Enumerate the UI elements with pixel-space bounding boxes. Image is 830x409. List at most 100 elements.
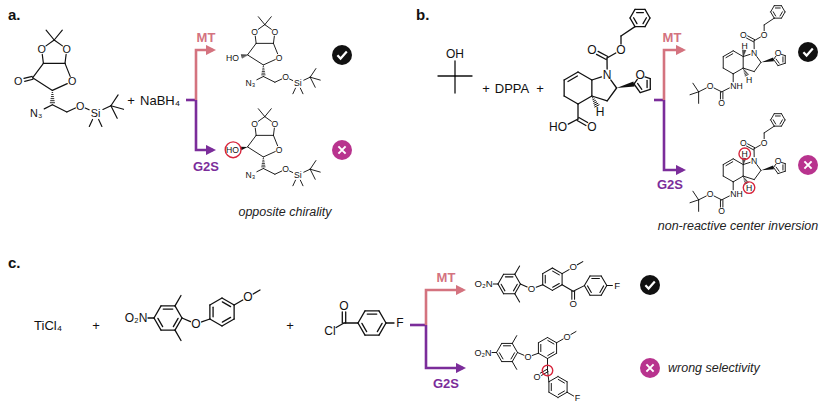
bond-line — [743, 68, 754, 72]
reaction-arrows — [186, 50, 683, 368]
arrow-stem — [410, 324, 426, 327]
bond-line — [265, 117, 272, 122]
atom-label: O — [272, 28, 279, 37]
bond-line — [549, 392, 558, 397]
atom-label: O — [740, 31, 747, 40]
atom-label: Si — [294, 171, 302, 180]
bond-line — [248, 135, 257, 147]
bond-line — [300, 88, 303, 94]
bond-line — [776, 59, 779, 63]
bond-line — [222, 298, 234, 305]
bond-line — [764, 18, 774, 25]
atom-label: O — [282, 73, 289, 82]
bond-line — [743, 57, 744, 69]
highlight-circles — [225, 142, 755, 376]
bond-line — [263, 158, 265, 159]
bond-line — [733, 159, 743, 165]
bond-line — [148, 317, 154, 318]
atom-label: H — [746, 183, 752, 192]
bond-line — [262, 74, 265, 75]
bond-line — [780, 120, 782, 124]
bond-line — [300, 180, 303, 186]
bond-line — [304, 77, 310, 80]
bond-line — [645, 9, 650, 18]
bond-line — [497, 343, 502, 352]
bond-line — [265, 109, 271, 117]
bond-line — [255, 36, 257, 43]
bond-line — [754, 62, 761, 71]
atom-label: O — [569, 262, 576, 272]
atom-label: HO — [226, 53, 239, 62]
bond-line — [536, 285, 543, 287]
bond-line — [635, 26, 645, 27]
bond-line — [262, 163, 264, 164]
atom-label: O — [37, 44, 45, 55]
method-label: G2S — [433, 377, 459, 390]
bond-line — [601, 276, 607, 286]
bond-line — [262, 165, 265, 166]
atom-label: O — [761, 139, 768, 148]
bond-line — [345, 312, 346, 323]
bond-line — [365, 334, 379, 335]
bond-line — [693, 191, 699, 200]
bond-line — [723, 68, 733, 74]
atom-label: O — [272, 120, 279, 129]
bond-line — [85, 108, 89, 110]
bond-line — [743, 54, 744, 55]
bond-line — [212, 307, 213, 317]
bond-line — [723, 57, 724, 69]
reagent-label: TiCl₄ — [34, 319, 62, 332]
atom-label: O — [718, 99, 725, 108]
atom-label: H — [742, 149, 748, 158]
atom-label: O — [740, 139, 747, 148]
bond-line — [161, 305, 175, 306]
bond-line — [210, 319, 222, 326]
bond-line — [733, 176, 743, 182]
bond-line — [776, 167, 779, 171]
highlight-circle — [743, 182, 755, 194]
bond-line — [577, 104, 578, 119]
cross-mark — [798, 155, 818, 175]
bond-line — [290, 171, 293, 172]
bond-line — [154, 306, 161, 318]
bond-line — [771, 114, 775, 120]
bond-line — [607, 285, 613, 286]
bond-line — [720, 200, 721, 207]
bond-line — [367, 313, 377, 314]
plus-sign: + — [482, 82, 490, 95]
bond-line — [46, 30, 54, 40]
bond-line — [173, 318, 178, 326]
bond-line — [258, 25, 265, 30]
bond-line — [774, 126, 781, 127]
bond-line — [558, 392, 567, 397]
bond-line — [290, 79, 293, 80]
bond-line — [547, 359, 548, 371]
bond-line — [621, 27, 635, 36]
method-label: MT — [437, 271, 456, 284]
check-mark — [798, 42, 818, 62]
atom-label: N — [751, 157, 757, 166]
bond-line — [342, 312, 343, 323]
bond-line — [438, 75, 455, 76]
bond-line — [455, 75, 472, 76]
atom-label: N₃ — [246, 79, 256, 88]
bond-line — [255, 128, 257, 135]
atom-label: O — [276, 53, 283, 62]
bond-line — [592, 77, 602, 80]
bond-line — [593, 100, 595, 101]
bond-line — [454, 61, 455, 76]
bond-line — [579, 118, 588, 123]
bond-line — [588, 286, 592, 293]
bond-line — [504, 293, 515, 294]
bond-line — [548, 338, 557, 343]
bond-line — [743, 165, 744, 177]
bond-line — [273, 128, 275, 135]
outcome-note: wrong selectivity — [668, 362, 760, 375]
bond-line — [551, 383, 552, 390]
bond-lines — [24, 6, 785, 398]
bond-line — [723, 176, 733, 182]
outcome-note: non-reactive center inversion — [658, 220, 819, 233]
bond-line — [548, 352, 554, 356]
atom-label: O — [243, 291, 252, 303]
bond-line — [511, 353, 515, 359]
